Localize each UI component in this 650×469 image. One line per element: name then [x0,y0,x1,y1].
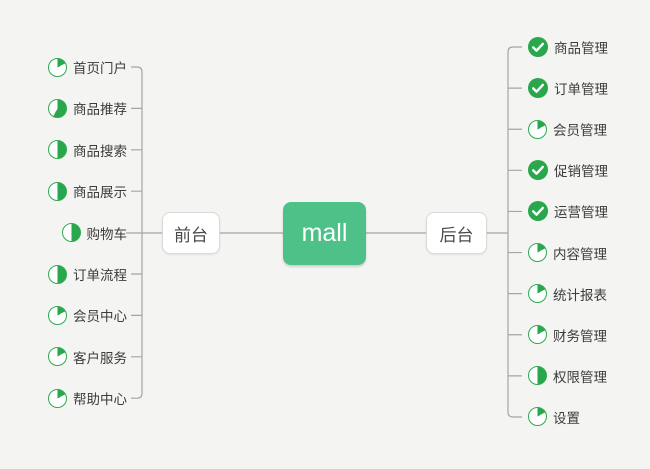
leaf-node[interactable]: 商品展示 [48,180,127,202]
root-node-label: mall [301,219,348,247]
leaf-label: 购物车 [86,226,128,242]
leaf-label: 财务管理 [553,328,607,344]
leaf-node[interactable]: 权限管理 [528,365,607,387]
pie-progress-icon [528,243,547,263]
leaf-node[interactable]: 客户服务 [48,346,127,368]
pie-progress-icon [48,57,67,77]
pie-progress-icon [528,407,547,427]
leaf-label: 统计报表 [553,287,607,303]
leaf-node[interactable]: 会员中心 [48,304,127,326]
leaf-label: 订单流程 [73,268,127,283]
check-icon [528,201,548,222]
branch-node-frontend[interactable]: 前台 [162,212,220,254]
pie-progress-icon [48,305,67,325]
leaf-label: 会员管理 [553,123,607,139]
pie-progress-icon [528,284,547,304]
leaf-label: 商品搜索 [73,143,127,159]
leaf-label: 订单管理 [554,82,608,98]
leaf-label: 首页门户 [73,61,127,76]
pie-progress-icon [528,325,547,345]
leaf-label: 运营管理 [554,205,608,221]
leaf-label: 促销管理 [554,164,608,180]
pie-progress-icon [48,264,67,284]
leaf-node[interactable]: 财务管理 [528,324,607,346]
leaf-node[interactable]: 订单管理 [528,77,608,99]
leaf-node[interactable]: 订单流程 [48,263,127,285]
leaf-label: 设置 [553,410,580,426]
leaf-node[interactable]: 统计报表 [528,283,607,305]
leaf-label: 帮助中心 [73,392,127,408]
leaf-label: 商品推荐 [73,102,127,118]
leaf-label: 内容管理 [553,246,607,262]
check-icon [528,37,548,57]
leaf-node[interactable]: 商品推荐 [48,97,127,119]
branch-node-label: 后台 [439,225,474,245]
leaf-node[interactable]: 商品管理 [528,36,608,58]
pie-progress-icon [48,98,67,118]
pie-progress-icon [48,347,67,367]
branch-node-label: 前台 [174,225,208,245]
leaf-node[interactable]: 运营管理 [528,200,608,222]
leaf-label: 商品管理 [554,41,608,56]
leaf-node[interactable]: 帮助中心 [48,387,127,409]
root-node-mall[interactable]: mall [283,202,366,265]
check-icon [528,78,548,99]
leaf-node[interactable]: 会员管理 [528,118,607,140]
leaf-label: 商品展示 [73,185,127,201]
pie-progress-icon [528,366,547,386]
pie-progress-icon [48,140,67,160]
leaf-node[interactable]: 内容管理 [528,242,607,264]
pie-progress-icon [48,388,67,408]
pie-progress-icon [61,223,81,243]
leaf-node[interactable]: 首页门户 [48,56,127,78]
branch-node-backend[interactable]: 后台 [426,212,487,254]
pie-progress-icon [528,119,547,139]
leaf-node[interactable]: 设置 [528,406,580,428]
pie-progress-icon [48,181,67,201]
leaf-node[interactable]: 商品搜索 [48,139,127,161]
leaf-label: 客户服务 [73,350,127,366]
check-icon [528,160,548,181]
leaf-node[interactable]: 促销管理 [528,159,608,181]
leaf-node[interactable]: 购物车 [61,222,128,244]
leaf-label: 会员中心 [73,309,127,325]
leaf-label: 权限管理 [553,369,607,385]
